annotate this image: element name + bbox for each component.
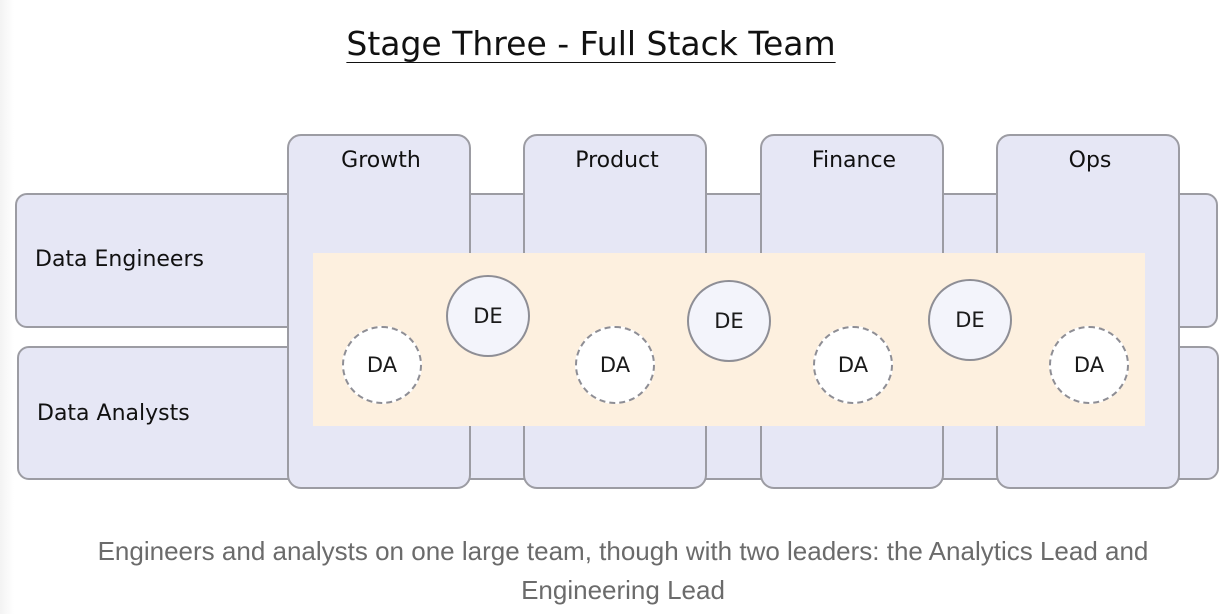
diagram-caption: Engineers and analysts on one large team…	[97, 536, 1149, 605]
data-analyst-node: DA	[1049, 326, 1129, 404]
data-analyst-node: DA	[575, 326, 655, 404]
data-analyst-node: DA	[342, 326, 422, 404]
row-label-data-engineers: Data Engineers	[35, 247, 204, 272]
data-engineer-node: DE	[446, 275, 530, 357]
column-label-finance: Finance	[811, 148, 897, 173]
data-analyst-node: DA	[813, 326, 893, 404]
diagram-title: Stage Three - Full Stack Team	[346, 24, 836, 63]
row-label-data-analysts: Data Analysts	[37, 401, 190, 426]
data-engineer-node: DE	[928, 279, 1012, 361]
left-edge-shade	[0, 0, 14, 614]
data-engineer-node: DE	[687, 280, 771, 362]
column-label-ops: Ops	[1068, 148, 1112, 173]
column-label-growth: Growth	[341, 148, 421, 173]
column-label-product: Product	[575, 148, 659, 173]
